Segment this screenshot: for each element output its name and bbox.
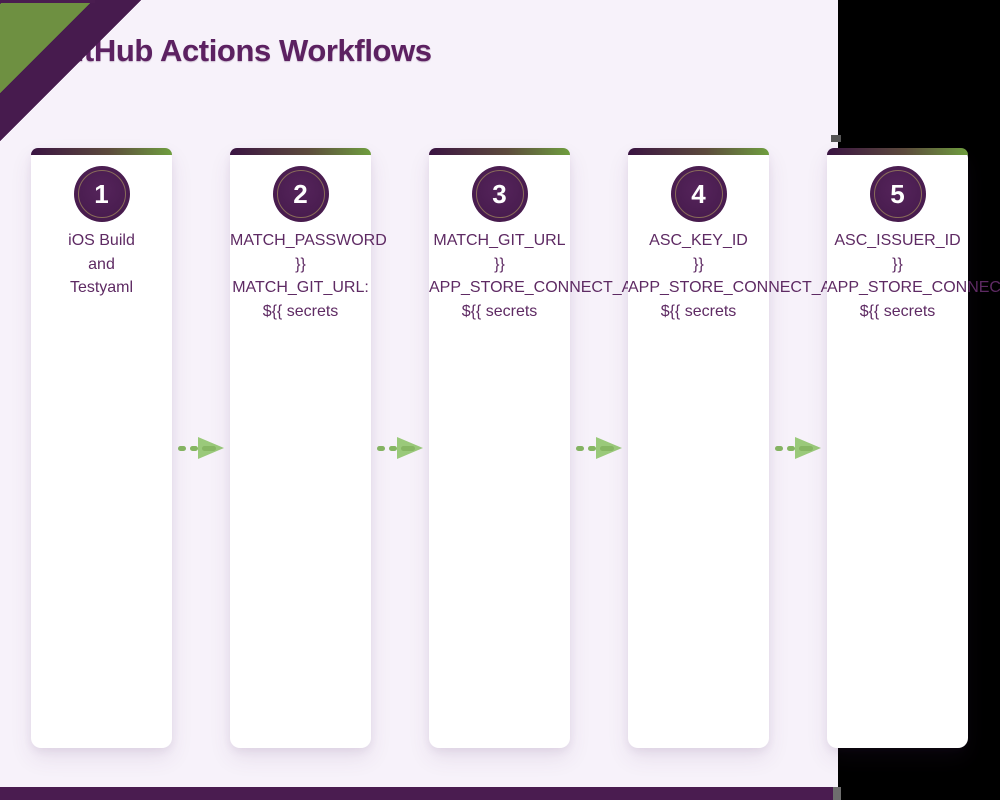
step-text-line: MATCH_PASSWORD — [230, 232, 387, 249]
card-accent-bar — [827, 148, 968, 155]
arrow-dash — [588, 445, 596, 451]
arrow-dashes-and-head — [775, 437, 821, 459]
step-text-line: }} — [693, 255, 704, 273]
step-text-line: }} — [494, 255, 505, 273]
arrow-dash — [775, 445, 783, 451]
step-text-line: and — [88, 255, 115, 273]
arrow-dashes-and-head — [576, 437, 622, 459]
flow-arrow-icon — [172, 437, 230, 459]
step-text-line: ${{ secrets — [262, 302, 339, 320]
step-text-line: ${{ secrets — [660, 302, 737, 320]
arrow-dash — [787, 445, 795, 451]
step-number-badge: 3 — [471, 166, 528, 222]
step-text-line: APP_STORE_CONNECT_API_KEY_ID: — [429, 279, 718, 296]
scrollbar-thumb[interactable] — [831, 135, 841, 142]
footer-bar — [0, 787, 833, 800]
arrow-dash — [178, 445, 186, 451]
arrow-dash — [600, 445, 614, 451]
arrow-dash — [799, 445, 813, 451]
step-text: ASC_ISSUER_ID}} APP_STORE_CONNECT_API_KEY… — [827, 229, 1000, 323]
arrow-dash — [377, 445, 385, 451]
step-number: 2 — [293, 179, 308, 209]
step-text-line: }} — [295, 255, 306, 273]
step-text-line: }} — [892, 255, 903, 273]
card-accent-bar — [628, 148, 769, 155]
step-text-line: ${{ secrets — [859, 302, 936, 320]
flow-arrow-icon — [769, 437, 827, 459]
arrow-dash — [202, 445, 216, 451]
card-accent-bar — [31, 148, 172, 155]
step-text-line: iOS Build — [68, 232, 135, 249]
step-text-line: APP_STORE_CONNECT_API_ISSUER_ID: — [628, 279, 945, 296]
flow-arrow-icon — [570, 437, 628, 459]
step-number-badge: 2 — [272, 166, 329, 222]
corner-ribbon-edge — [0, 0, 95, 3]
step-text: ASC_KEY_ID}} APP_STORE_CONNECT_API_ISSUER… — [628, 229, 945, 323]
step-number-badge: 4 — [670, 166, 727, 222]
arrow-dashes-and-head — [377, 437, 423, 459]
step-number-badge: 1 — [73, 166, 130, 222]
step-number: 1 — [94, 179, 109, 209]
step-text: MATCH_PASSWORD}} MATCH_GIT_URL: ${{ secret… — [230, 229, 387, 323]
arrow-dash — [401, 445, 415, 451]
page-title: GitHub Actions Workflows — [52, 33, 432, 68]
step-text-line: Testyaml — [69, 279, 134, 296]
step-text: MATCH_GIT_URL}} APP_STORE_CONNECT_API_KEY… — [429, 229, 718, 323]
arrow-dashes-and-head — [178, 437, 224, 459]
step-text-line: MATCH_GIT_URL — [433, 232, 566, 249]
step-number: 4 — [691, 179, 706, 209]
scrollbar-corner — [833, 787, 841, 800]
step-number-badge: 5 — [869, 166, 926, 222]
arrow-dash — [389, 445, 397, 451]
step-number: 3 — [492, 179, 507, 209]
card-accent-bar — [429, 148, 570, 155]
step-number: 5 — [890, 179, 905, 209]
step-text-line: APP_STORE_CONNECT_API_KEY: — [827, 279, 1000, 296]
arrow-dash — [190, 445, 198, 451]
step-text-line: ASC_KEY_ID — [649, 232, 748, 249]
step-text-line: MATCH_GIT_URL: — [232, 279, 369, 296]
step-text-line: ASC_ISSUER_ID — [834, 232, 961, 249]
arrow-dash — [576, 445, 584, 451]
step-text-line: ${{ secrets — [461, 302, 538, 320]
flow-arrow-icon — [371, 437, 429, 459]
card-accent-bar — [230, 148, 371, 155]
